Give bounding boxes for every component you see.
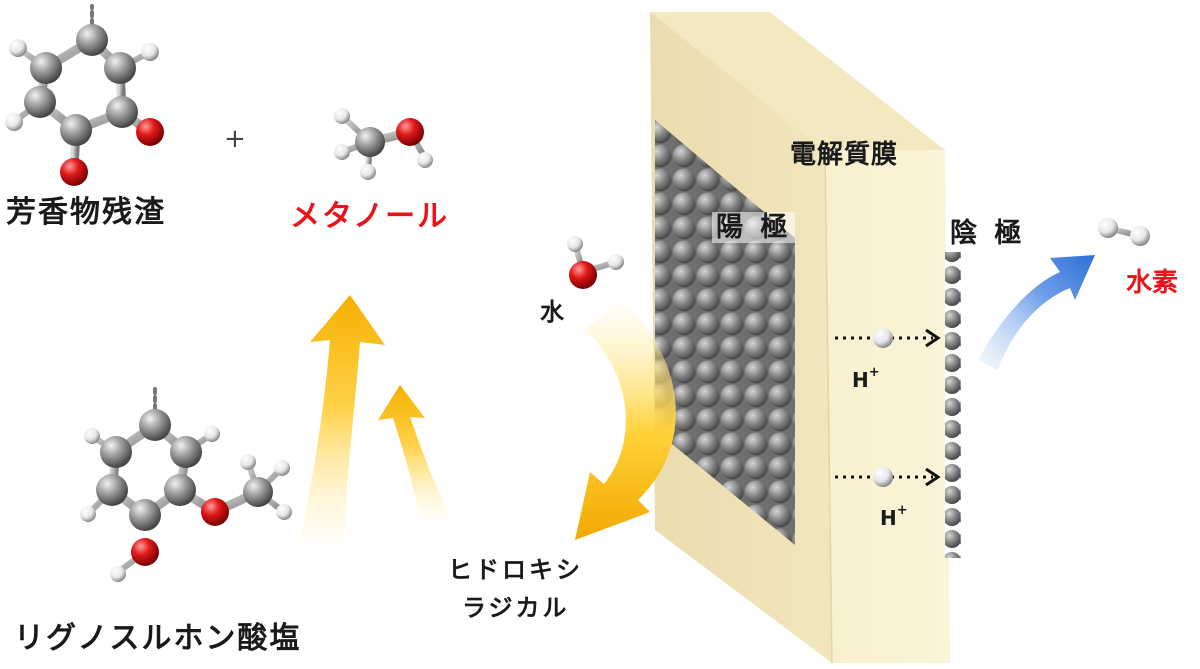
conversion-arrow-large: [300, 295, 385, 545]
hydrogen-release-arrow: [978, 255, 1095, 370]
aromatic-residue-label: 芳香物残渣: [6, 195, 166, 230]
cathode-layer: [945, 252, 961, 558]
proton-label-lower: H+: [880, 503, 908, 530]
conversion-arrow-small: [378, 385, 452, 520]
plus-sign: +: [224, 124, 246, 154]
hydrogen-molecule: [1098, 218, 1150, 246]
hydroxyl-radical-label-line1: ヒドロキシ: [448, 556, 583, 584]
proton-label-upper: H+: [852, 365, 880, 392]
membrane-front-face: [825, 150, 950, 663]
radical-formation-arrow: [575, 300, 676, 540]
proton-lower: [873, 467, 893, 487]
methanol-label: メタノール: [290, 199, 450, 234]
aromatic-residue-atoms: [5, 24, 164, 186]
proton-upper: [873, 328, 893, 348]
membrane-top-face: [650, 12, 945, 150]
electrolysis-cell: [650, 12, 961, 664]
conversion-arrows: [300, 295, 452, 545]
methanol-molecule: [334, 108, 433, 180]
electrolyte-membrane-label: 電解質膜: [790, 140, 899, 170]
water-molecule: [567, 236, 624, 289]
anode-label: 陽 極: [712, 212, 796, 243]
lignosulfonate-atoms: [80, 409, 292, 582]
cathode-label: 陰 極: [950, 218, 1026, 249]
lignosulfonate-label: リグノスルホン酸塩: [14, 621, 302, 656]
hydroxyl-radical-label-line2: ラジカル: [462, 594, 570, 622]
water-label: 水: [540, 298, 564, 326]
hydrogen-label: 水素: [1126, 268, 1179, 298]
